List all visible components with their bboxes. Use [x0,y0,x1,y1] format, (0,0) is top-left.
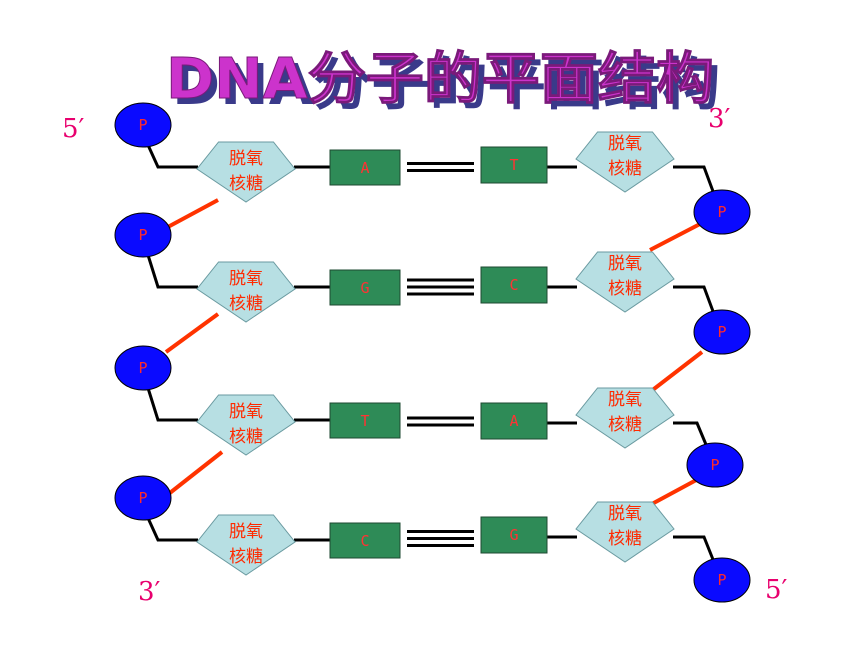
left-base [329,522,401,559]
phosphate-label: P [138,116,147,134]
right-sugar-line1: 脱氧 [608,504,642,524]
title-shadow: DNA分子的平面结构 [172,53,720,118]
right-base [480,146,548,184]
right-sugar-line2: 核糖 [608,529,642,549]
right-backbone-line [673,421,709,448]
right-base [480,516,548,554]
phosphate-label: P [138,489,147,507]
left-base-label: T [360,412,369,430]
title: DNA分子的平面结构 [166,47,714,112]
phosphate-label: P [717,203,726,221]
phosphate [114,212,172,258]
left-sugar [196,394,296,456]
left-backbone-line [146,254,198,289]
end-label-left-top: 5′ [62,114,85,144]
right-sugar-line2: 核糖 [608,279,642,299]
right-base-label: G [509,526,518,544]
left-sugar-line1: 脱氧 [229,149,263,169]
right-backbone-line [673,285,716,315]
left-sugar [196,261,296,323]
phosphate-label: P [138,226,147,244]
left-ester-bond [164,450,224,498]
right-sugar-line2: 核糖 [608,159,642,179]
end-label-right-bottom: 5′ [765,575,788,605]
left-base [329,269,401,306]
left-sugar-line1: 脱氧 [229,522,263,542]
left-sugar-line1: 脱氧 [229,269,263,289]
right-sugar-line2: 核糖 [608,415,642,435]
left-sugar [196,514,296,576]
phosphate [693,189,751,235]
right-base-label: C [509,276,518,294]
phosphate [686,442,744,488]
phosphate-label: P [717,571,726,589]
left-sugar-line1: 脱氧 [229,402,263,422]
right-sugar [575,251,675,313]
right-backbone-line [673,535,716,563]
strand-layer: PPPPPPPP脱氧核糖脱氧核糖脱氧核糖脱氧核糖脱氧核糖脱氧核糖脱氧核糖脱氧核糖… [114,102,751,603]
left-base-label: G [360,279,369,297]
right-ester-bond [649,222,701,252]
left-backbone-line [146,144,198,169]
left-backbone-line [146,387,198,422]
phosphate-label: P [138,359,147,377]
right-sugar [575,501,675,563]
right-base [480,266,548,304]
left-sugar-line2: 核糖 [229,294,263,314]
phosphate [693,557,751,603]
left-base [329,402,401,439]
left-backbone-line [146,517,198,542]
left-sugar-line2: 核糖 [229,547,263,567]
right-ester-bond [648,350,704,394]
left-sugar-line2: 核糖 [229,427,263,447]
title-group: DNA分子的平面结构 DNA分子的平面结构 [166,47,721,119]
left-sugar [196,141,296,203]
left-base-label: A [360,159,369,177]
right-backbone-line [673,165,716,195]
phosphate [114,345,172,391]
left-ester-bond [165,198,219,230]
end-label-left-bottom: 3′ [138,577,161,607]
right-sugar [575,387,675,449]
left-sugar-line2: 核糖 [229,174,263,194]
right-base-label: T [509,156,518,174]
right-ester-bond [649,476,701,507]
left-ester-bond [164,312,220,354]
right-sugar-line1: 脱氧 [608,254,642,274]
right-sugar [575,131,675,193]
end-label-right-top: 3′ [708,104,731,134]
left-base-label: C [360,532,369,550]
right-base [480,402,548,440]
phosphate [114,475,172,521]
phosphate [114,102,172,148]
phosphate [693,309,751,355]
right-sugar-line1: 脱氧 [608,134,642,154]
right-base-label: A [509,412,518,430]
phosphate-label: P [717,323,726,341]
left-base [329,149,401,186]
right-sugar-line1: 脱氧 [608,390,642,410]
phosphate-label: P [710,456,719,474]
